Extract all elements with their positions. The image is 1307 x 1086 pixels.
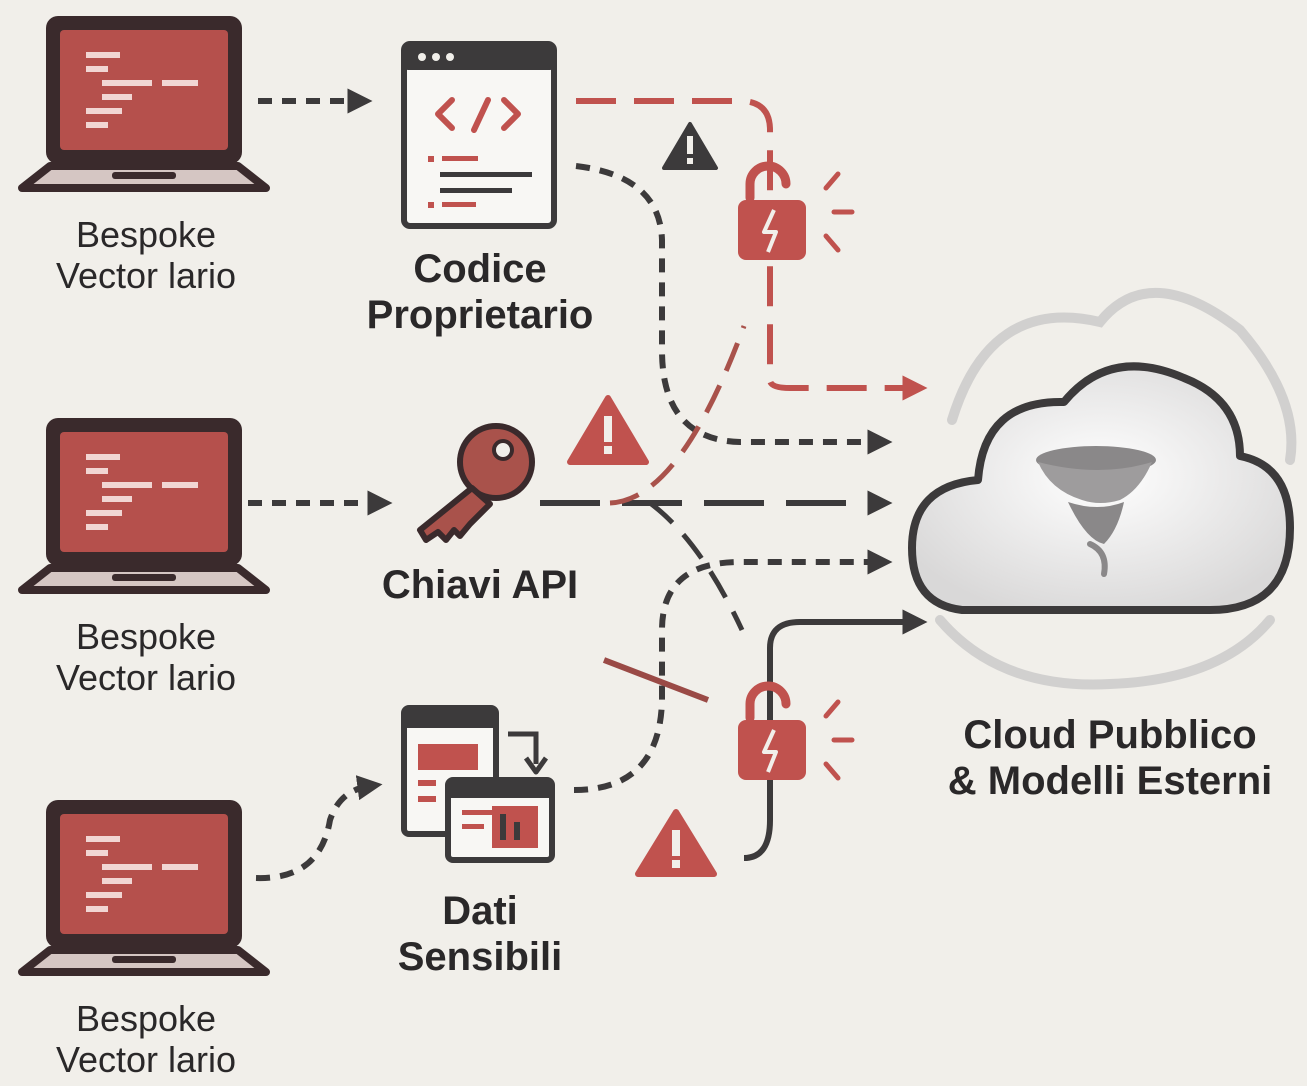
cloud-label: Cloud Pubblico & Modelli Esterni: [920, 712, 1300, 804]
data-label-line1: Dati: [442, 889, 518, 933]
leak-path: [576, 98, 928, 401]
code-label-line2: Proprietario: [366, 293, 594, 337]
leak-branch: [648, 500, 745, 632]
developer-label-line1: Bespoke: [75, 616, 217, 657]
code-document-icon: [401, 41, 557, 229]
data-label: Dati Sensibili: [330, 888, 630, 980]
developer-label: Bespoke Vector lario: [16, 616, 276, 699]
cloud-label-line2: & Modelli Esterni: [947, 759, 1273, 803]
flow-path: [573, 549, 893, 793]
keys-label: Chiavi API: [330, 562, 630, 608]
developer-label-line1: Bespoke: [75, 998, 217, 1039]
developer-label: Bespoke Vector lario: [16, 998, 276, 1081]
flow-arrow: [255, 775, 383, 882]
developer-label-line1: Bespoke: [75, 214, 217, 255]
developer-label-line2: Vector lario: [55, 657, 237, 699]
developer-label: Bespoke Vector lario: [16, 214, 276, 297]
laptop-icon: [22, 418, 266, 590]
laptop-icon: [22, 16, 266, 188]
flow-path: [575, 163, 893, 455]
burst-icon: [826, 174, 852, 250]
developer-label-line2: Vector lario: [55, 255, 237, 297]
warning-icon: [635, 809, 717, 877]
key-icon: [417, 423, 535, 543]
data-label-line2: Sensibili: [397, 935, 563, 979]
flow-path: [743, 609, 928, 861]
leak-branch: [609, 325, 747, 506]
laptop-icon: [22, 800, 266, 972]
warning-icon: [567, 395, 649, 465]
cut-line: [602, 657, 710, 703]
data-documents-icon: [401, 705, 555, 863]
developer-label-line2: Vector lario: [55, 1039, 237, 1081]
cloud-label-line1: Cloud Pubblico: [963, 713, 1257, 757]
tornado-icon: [1036, 446, 1156, 577]
code-label-line1: Codice: [413, 247, 547, 291]
warning-icon: [662, 122, 718, 170]
burst-icon: [826, 702, 852, 778]
code-label: Codice Proprietario: [330, 246, 630, 338]
keys-label-line1: Chiavi API: [381, 563, 579, 607]
